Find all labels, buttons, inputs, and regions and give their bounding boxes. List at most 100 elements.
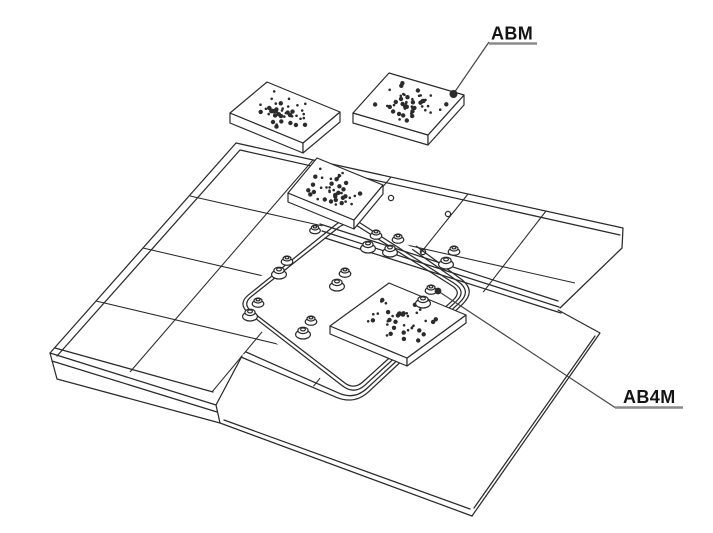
flat-sheet-edges <box>215 309 601 517</box>
plate-hole <box>333 197 338 203</box>
leader-abm <box>453 41 490 94</box>
plate-hole <box>433 317 438 322</box>
plate-hole <box>426 104 430 108</box>
standoff <box>338 267 352 278</box>
plate-top-face <box>329 282 467 359</box>
plate-hole <box>390 109 396 114</box>
callouts: ABM AB4M <box>434 24 683 409</box>
plate-hole <box>366 320 370 323</box>
plate-hole <box>391 314 394 318</box>
plate-hole <box>391 325 397 330</box>
plate-hole <box>328 199 334 204</box>
base-platform <box>49 142 624 517</box>
plate-hole <box>344 200 347 203</box>
plate-hole <box>398 96 404 102</box>
plate-hole <box>270 119 276 125</box>
standoff <box>424 284 438 295</box>
plate-hole <box>400 81 405 86</box>
plate-hole <box>398 118 401 121</box>
plate-hole <box>270 97 274 101</box>
plate-hole <box>402 92 405 96</box>
plate-hole <box>353 194 357 198</box>
plate-hole <box>267 112 271 116</box>
plate-hole <box>396 111 402 117</box>
plate-hole <box>410 113 415 119</box>
plate-hole <box>415 311 419 315</box>
plate-hole <box>341 171 344 175</box>
plate-hole <box>269 106 272 110</box>
plate-hole <box>403 107 407 110</box>
plate-hole <box>424 319 428 323</box>
plate-hole <box>304 102 307 106</box>
plate-hole <box>350 202 353 206</box>
floating-plate-abm <box>352 72 465 146</box>
edge-trim <box>56 149 621 357</box>
plate-hole <box>302 112 306 116</box>
plate-hole <box>322 197 327 202</box>
plate-hole <box>401 113 406 118</box>
plate-hole <box>329 181 334 186</box>
plate-hole <box>313 174 318 179</box>
plate-hole <box>333 192 338 198</box>
recess-plate-ab4m <box>329 282 467 367</box>
plate-hole <box>310 182 316 187</box>
plate-hole <box>388 331 393 336</box>
plate-hole <box>319 167 322 171</box>
plate-hole <box>338 174 342 177</box>
plate-hole <box>290 109 295 114</box>
plate-hole <box>416 338 421 343</box>
plate-hole <box>259 103 262 106</box>
plate-hole <box>386 323 389 326</box>
plate-hole <box>337 184 342 189</box>
plate-hole <box>274 124 279 129</box>
standoff <box>295 326 312 340</box>
plate-hole <box>386 104 389 108</box>
mounting-holes <box>387 194 452 256</box>
standoff <box>309 224 321 235</box>
label-abm: ABM <box>491 24 533 44</box>
plate-hole <box>404 118 409 123</box>
label-ab4m: AB4M <box>623 387 676 407</box>
standoff <box>242 308 259 322</box>
leader-ab4m <box>437 290 616 409</box>
plate-hole <box>329 177 333 181</box>
plate-hole <box>385 334 389 337</box>
plate-hole <box>343 180 349 186</box>
plate-hole <box>394 321 398 324</box>
plate-hole <box>388 88 392 92</box>
plate-hole <box>424 108 427 112</box>
plate-hole <box>400 101 405 107</box>
plate-hole <box>272 90 276 93</box>
plate-hole <box>404 102 408 105</box>
plate-hole <box>410 100 416 105</box>
plate-hole <box>306 188 311 193</box>
plate-hole <box>357 191 363 196</box>
standoff <box>329 278 346 292</box>
plate-hole <box>421 332 426 337</box>
plate-hole <box>296 104 299 107</box>
plate-hole <box>418 308 422 311</box>
plate-top-face <box>287 157 384 221</box>
plate-hole <box>278 101 283 106</box>
mounting-hole <box>444 210 452 218</box>
plate-hole <box>286 105 290 108</box>
plate-hole <box>340 191 343 195</box>
plate-hole <box>348 196 352 200</box>
plate-hole <box>419 94 423 97</box>
plate-hole <box>401 330 406 335</box>
plate-hole <box>258 109 263 115</box>
plate-hole <box>402 324 406 327</box>
standoff <box>251 297 265 308</box>
plate-hole <box>384 301 388 305</box>
plate-hole <box>420 105 424 108</box>
plate-hole <box>386 319 390 323</box>
plate-hole <box>397 311 400 315</box>
plate-top-face <box>352 72 465 136</box>
plate-hole <box>295 114 298 118</box>
standoff <box>280 255 294 266</box>
mounting-hole <box>387 194 395 202</box>
standoff <box>415 295 432 309</box>
plate-hole <box>274 102 278 105</box>
